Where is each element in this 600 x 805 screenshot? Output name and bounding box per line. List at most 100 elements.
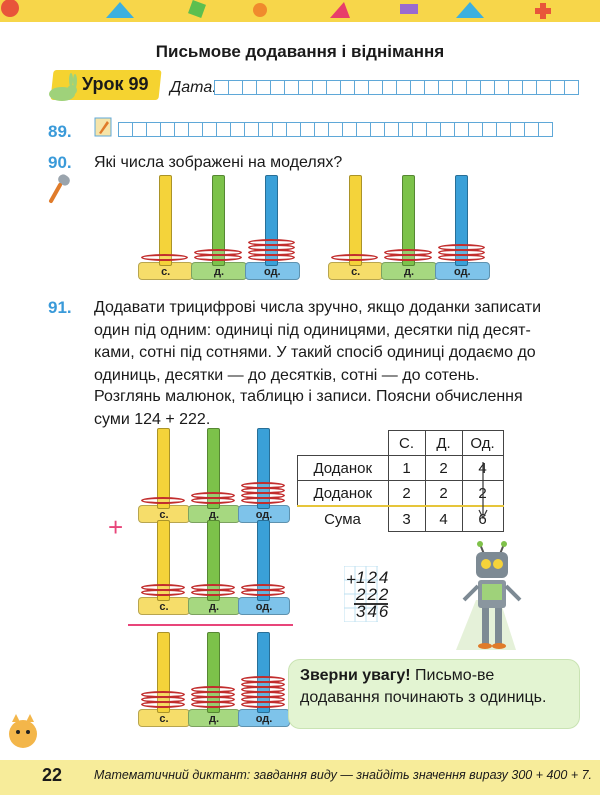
abacus-ring xyxy=(241,584,285,591)
answer-cell[interactable] xyxy=(396,80,411,95)
note-callout xyxy=(288,659,580,729)
abacus-ring xyxy=(241,676,285,683)
answer-cell[interactable] xyxy=(466,80,481,95)
abacus-rod xyxy=(348,175,362,266)
answer-cell[interactable] xyxy=(438,80,453,95)
answer-cell[interactable] xyxy=(424,80,439,95)
answer-cell[interactable] xyxy=(216,122,231,137)
answer-cell[interactable] xyxy=(202,122,217,137)
abacus-ring xyxy=(141,497,185,504)
answer-cell[interactable] xyxy=(286,122,301,137)
abacus-ring xyxy=(247,239,295,246)
answer-cell[interactable] xyxy=(242,80,257,95)
table-header-row: С. Д. Од. xyxy=(297,430,504,456)
answer-cell[interactable] xyxy=(314,122,329,137)
table-header-hundreds: С. xyxy=(387,430,426,456)
sum-line xyxy=(128,624,293,626)
abacus-ring xyxy=(384,249,432,256)
answer-cell[interactable] xyxy=(270,80,285,95)
answer-cell[interactable] xyxy=(272,122,287,137)
answer-cell[interactable] xyxy=(412,122,427,137)
answer-cell[interactable] xyxy=(342,122,357,137)
answer-cell[interactable] xyxy=(356,122,371,137)
robot-icon xyxy=(456,541,522,650)
date-field[interactable] xyxy=(214,80,579,95)
task-91-line: один під одним: одиниці під одиницями, д… xyxy=(94,321,531,339)
answer-cell[interactable] xyxy=(132,122,147,137)
footer-bar xyxy=(0,760,600,795)
abacus-rod xyxy=(212,175,225,266)
answer-cell[interactable] xyxy=(340,80,355,95)
answer-cell[interactable] xyxy=(426,122,441,137)
cell-value: 2 xyxy=(424,480,463,507)
abacus-addend-2: с.д.од. xyxy=(138,520,290,615)
abacus-ring xyxy=(141,584,185,591)
abacus-ring xyxy=(194,249,242,256)
answer-cell[interactable] xyxy=(550,80,565,95)
answer-cell[interactable] xyxy=(384,122,399,137)
answer-cell[interactable] xyxy=(368,80,383,95)
answer-cell[interactable] xyxy=(496,122,511,137)
answer-cell[interactable] xyxy=(298,80,313,95)
abacus-base-units: од. xyxy=(244,262,300,280)
page-title: Письмове додавання і віднімання xyxy=(155,42,445,61)
answer-cell[interactable] xyxy=(230,122,245,137)
arrow-down-icon xyxy=(478,462,488,520)
abacus-ring xyxy=(191,584,235,591)
abacus-rod xyxy=(207,428,220,509)
abacus-addend-1: с.д.од. xyxy=(138,428,290,523)
answer-cell[interactable] xyxy=(510,122,525,137)
decorative-shapes-icon xyxy=(0,0,600,22)
place-value-table: С. Д. Од. Доданок 1 2 4 Доданок 2 2 2 Су… xyxy=(297,430,504,532)
answer-cell[interactable] xyxy=(494,80,509,95)
column-addend-1: 124 xyxy=(356,568,391,587)
task-91-line: Додавати трицифрові числа зручно, якщо д… xyxy=(94,299,542,316)
abacus-rod xyxy=(207,520,220,601)
answer-cell[interactable] xyxy=(524,122,539,137)
answer-cell[interactable] xyxy=(300,122,315,137)
answer-cell[interactable] xyxy=(174,122,189,137)
answer-cell[interactable] xyxy=(440,122,455,137)
answer-cell[interactable] xyxy=(538,122,553,137)
task-91-line: Розглянь малюнок, таблицю і записи. Пояс… xyxy=(94,388,523,405)
answer-cell[interactable] xyxy=(160,122,175,137)
answer-cell[interactable] xyxy=(508,80,523,95)
task-90-number: 90. xyxy=(48,153,72,172)
answer-cell[interactable] xyxy=(564,80,579,95)
answer-cell[interactable] xyxy=(258,122,273,137)
answer-cell[interactable] xyxy=(188,122,203,137)
answer-cell[interactable] xyxy=(118,122,133,137)
note-rest: Письмо-ве додавання починають з одиниць. xyxy=(300,667,547,706)
answer-cell[interactable] xyxy=(244,122,259,137)
answer-field-89[interactable] xyxy=(118,122,553,137)
page-number: 22 xyxy=(42,765,63,785)
abacus-rod xyxy=(157,428,170,509)
answer-cell[interactable] xyxy=(480,80,495,95)
answer-cell[interactable] xyxy=(256,80,271,95)
answer-cell[interactable] xyxy=(398,122,413,137)
answer-cell[interactable] xyxy=(452,80,467,95)
answer-cell[interactable] xyxy=(522,80,537,95)
answer-cell[interactable] xyxy=(410,80,425,95)
pencil-write-icon xyxy=(94,117,112,137)
answer-cell[interactable] xyxy=(214,80,229,95)
abacus-model-1: с.д.од. xyxy=(138,175,300,280)
answer-cell[interactable] xyxy=(228,80,243,95)
answer-cell[interactable] xyxy=(326,80,341,95)
table-header-tens: Д. xyxy=(424,430,463,456)
answer-cell[interactable] xyxy=(328,122,343,137)
answer-cell[interactable] xyxy=(370,122,385,137)
answer-cell[interactable] xyxy=(482,122,497,137)
cell-value: 4 xyxy=(424,505,463,532)
answer-cell[interactable] xyxy=(146,122,161,137)
answer-cell[interactable] xyxy=(312,80,327,95)
answer-cell[interactable] xyxy=(354,80,369,95)
answer-cell[interactable] xyxy=(454,122,469,137)
answer-cell[interactable] xyxy=(382,80,397,95)
abacus-model-2: с.д.од. xyxy=(328,175,490,280)
abacus-ring xyxy=(437,244,485,251)
answer-cell[interactable] xyxy=(284,80,299,95)
answer-cell[interactable] xyxy=(536,80,551,95)
abacus-rod xyxy=(158,175,172,266)
answer-cell[interactable] xyxy=(468,122,483,137)
